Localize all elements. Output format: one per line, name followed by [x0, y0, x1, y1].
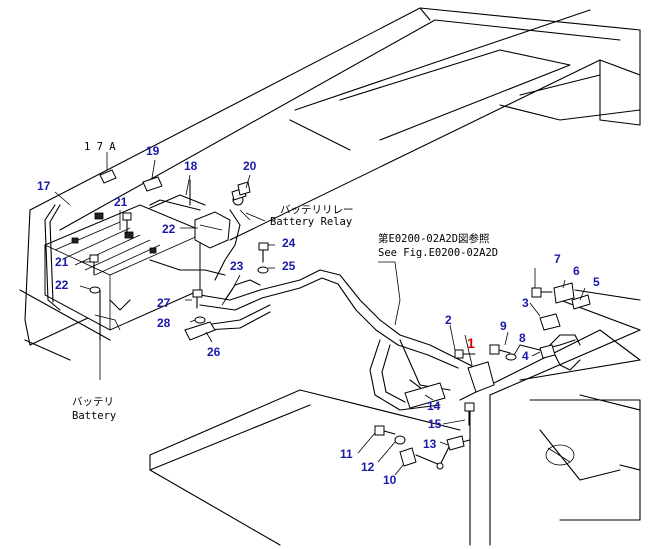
callout-4: 4	[522, 349, 529, 363]
wiring-harness	[149, 179, 581, 411]
callout-22-relay: 22	[162, 222, 176, 236]
callout-13: 13	[423, 437, 437, 451]
machine-frame	[19, 7, 641, 546]
callout-27: 27	[157, 296, 171, 310]
battery-relay-label-en: Battery Relay	[270, 216, 352, 228]
callout-23: 23	[230, 259, 244, 273]
callout-9: 9	[500, 319, 507, 333]
leader-lines	[54, 152, 586, 476]
callout-14: 14	[427, 399, 441, 413]
battery-relay-label-jp: バッテリリレー	[280, 204, 354, 216]
callout-21-top: 21	[114, 195, 128, 209]
see-fig-label-en: See Fig.E0200-02A2D	[378, 247, 498, 259]
battery-relay	[194, 187, 247, 249]
callout-17a: 1 7 A	[84, 141, 116, 153]
annotations: バッテリリレー Battery Relay 第E0200-02A2D図参照 Se…	[72, 204, 498, 422]
battery-label-jp: バッテリ	[72, 396, 114, 408]
callout-20: 20	[243, 159, 257, 173]
callout-18: 18	[184, 159, 198, 173]
callout-2: 2	[445, 313, 452, 327]
callout-28: 28	[157, 316, 171, 330]
callout-5: 5	[593, 275, 600, 289]
callout-3: 3	[522, 296, 529, 310]
callout-6: 6	[573, 264, 580, 278]
callout-24: 24	[282, 236, 296, 250]
callout-7: 7	[554, 252, 561, 266]
callout-26: 26	[207, 345, 221, 359]
callout-17: 17	[37, 179, 51, 193]
callout-22-side: 22	[55, 278, 69, 292]
battery	[44, 204, 201, 341]
callout-21-side: 21	[55, 255, 69, 269]
hardware-parts	[89, 169, 591, 470]
callout-8: 8	[519, 331, 526, 345]
callout-1: 1	[467, 335, 475, 351]
callouts: 1 7 A 19 17 18 20 21 22 21 22 24 23 25 2…	[37, 141, 600, 487]
see-fig-label-jp: 第E0200-02A2D図参照	[378, 232, 490, 245]
callout-25: 25	[282, 259, 296, 273]
callout-11: 11	[340, 447, 353, 461]
callout-19: 19	[146, 144, 160, 158]
battery-label-en: Battery	[72, 410, 116, 422]
callout-10: 10	[383, 473, 397, 487]
callout-12: 12	[361, 460, 375, 474]
callout-15: 15	[428, 417, 442, 431]
